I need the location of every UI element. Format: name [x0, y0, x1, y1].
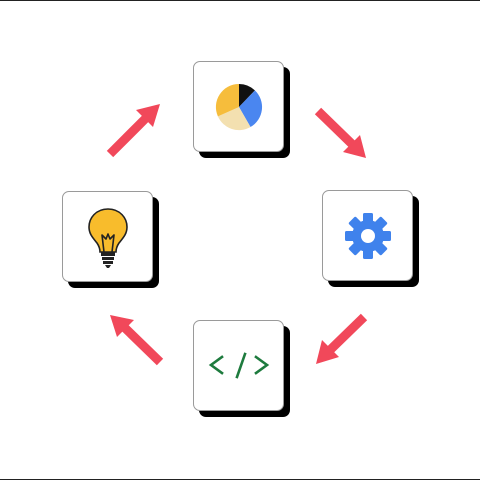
- stage-card-idea: [62, 191, 153, 282]
- stage-card-analytics: [193, 61, 284, 152]
- stage-card-code: [193, 320, 284, 411]
- code-brackets-icon: [208, 352, 270, 379]
- lightbulb-icon: [88, 208, 128, 268]
- gear-icon: [345, 213, 391, 259]
- arrow-right-to-bottom: [316, 313, 368, 364]
- arrow-bottom-to-left: [110, 315, 164, 366]
- arrow-left-to-top: [106, 104, 160, 158]
- arrow-top-to-right: [314, 107, 366, 158]
- pie-chart-icon: [215, 83, 263, 131]
- stage-card-settings: [322, 190, 413, 281]
